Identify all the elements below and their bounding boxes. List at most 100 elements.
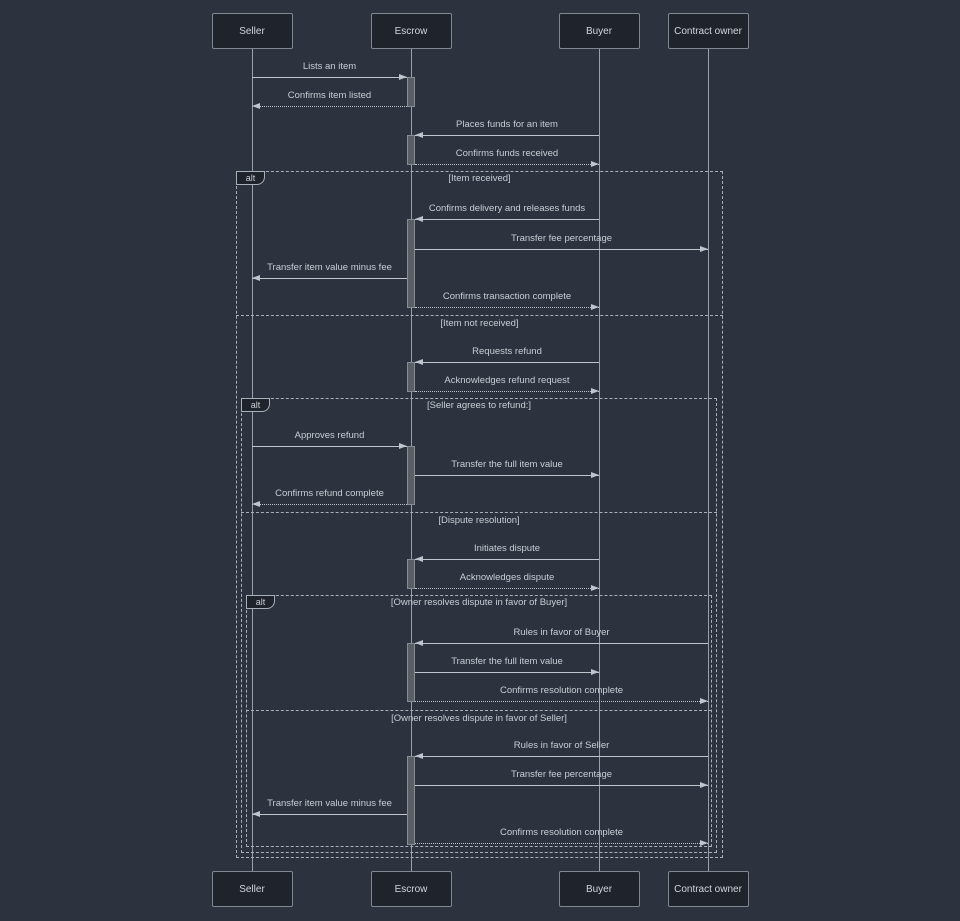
alt-frame — [241, 398, 717, 853]
alt-else-divider — [241, 512, 717, 513]
message-line — [252, 106, 407, 107]
message-line — [415, 249, 708, 250]
arrowhead-icon — [591, 304, 599, 310]
message-line — [415, 843, 708, 844]
alt-frame — [236, 171, 723, 858]
arrowhead-icon — [252, 811, 260, 817]
participant-box-owner-bottom: Contract owner — [667, 871, 749, 907]
arrowhead-icon — [415, 359, 423, 365]
message-label: Transfer the full item value — [451, 656, 563, 667]
lifeline-seller — [251, 48, 253, 872]
message-label: Acknowledges dispute — [459, 572, 555, 583]
alt-else-condition: [Item not received] — [440, 318, 519, 329]
message-line — [252, 504, 407, 505]
participant-box-buyer-bottom: Buyer — [558, 871, 640, 907]
message-line — [252, 446, 407, 447]
message-label: Transfer the full item value — [451, 459, 563, 470]
message-label: Initiates dispute — [473, 543, 541, 554]
message-line — [415, 164, 599, 165]
message-label: Confirms resolution complete — [499, 827, 624, 838]
message-label: Requests refund — [472, 346, 542, 357]
message-line — [415, 785, 708, 786]
message-line — [415, 756, 708, 757]
message-label: Rules in favor of Buyer — [513, 627, 610, 638]
arrowhead-icon — [591, 472, 599, 478]
arrowhead-icon — [399, 443, 407, 449]
message-line — [415, 135, 599, 136]
message-line — [415, 219, 599, 220]
arrowhead-icon — [591, 669, 599, 675]
message-line — [415, 362, 599, 363]
alt-frame-operator: alt — [241, 398, 270, 412]
lifeline-owner — [707, 48, 709, 872]
message-label: Transfer item value minus fee — [267, 798, 392, 809]
arrowhead-icon — [591, 585, 599, 591]
message-line — [252, 814, 407, 815]
message-label: Confirms funds received — [455, 148, 559, 159]
arrowhead-icon — [252, 501, 260, 507]
arrowhead-icon — [700, 698, 708, 704]
message-line — [415, 391, 599, 392]
participant-box-escrow-bottom: Escrow — [370, 871, 452, 907]
message-label: Confirms item listed — [287, 90, 372, 101]
message-line — [415, 672, 599, 673]
alt-else-condition: [Owner resolves dispute in favor of Sell… — [391, 713, 567, 724]
activation-bar-escrow — [407, 643, 415, 702]
message-line — [415, 307, 599, 308]
message-label: Confirms transaction complete — [442, 291, 572, 302]
activation-bar-escrow — [407, 362, 415, 392]
message-label: Rules in favor of Seller — [513, 740, 610, 751]
arrowhead-icon — [700, 782, 708, 788]
message-label: Confirms delivery and releases funds — [428, 203, 586, 214]
activation-bar-escrow — [407, 77, 415, 107]
arrowhead-icon — [415, 132, 423, 138]
message-line — [415, 643, 708, 644]
activation-bar-escrow — [407, 559, 415, 589]
alt-frame-condition: [Owner resolves dispute in favor of Buye… — [390, 597, 568, 608]
message-label: Transfer fee percentage — [510, 233, 613, 244]
activation-bar-escrow — [407, 219, 415, 308]
alt-else-condition: [Dispute resolution] — [438, 515, 520, 526]
activation-bar-escrow — [407, 135, 415, 165]
message-label: Lists an item — [302, 61, 357, 72]
message-label: Confirms resolution complete — [499, 685, 624, 696]
message-label: Transfer fee percentage — [510, 769, 613, 780]
activation-bar-escrow — [407, 756, 415, 845]
message-line — [415, 588, 599, 589]
message-label: Acknowledges refund request — [444, 375, 570, 386]
alt-frame — [246, 595, 712, 847]
participant-box-buyer-top: Buyer — [558, 13, 640, 49]
message-line — [415, 701, 708, 702]
participant-box-seller-bottom: Seller — [211, 871, 293, 907]
message-label: Approves refund — [294, 430, 365, 441]
participant-box-owner-top: Contract owner — [667, 13, 749, 49]
arrowhead-icon — [415, 753, 423, 759]
arrowhead-icon — [415, 216, 423, 222]
alt-frame-operator: alt — [246, 595, 275, 609]
lifeline-buyer — [598, 48, 600, 872]
arrowhead-icon — [591, 161, 599, 167]
alt-frame-condition: [Seller agrees to refund:] — [426, 400, 532, 411]
message-line — [252, 278, 407, 279]
arrowhead-icon — [700, 840, 708, 846]
message-line — [415, 475, 599, 476]
arrowhead-icon — [252, 103, 260, 109]
message-label: Confirms refund complete — [275, 488, 384, 499]
message-label: Places funds for an item — [456, 119, 558, 130]
message-label: Transfer item value minus fee — [267, 262, 392, 273]
alt-else-divider — [236, 315, 723, 316]
arrowhead-icon — [700, 246, 708, 252]
participant-box-seller-top: Seller — [211, 13, 293, 49]
arrowhead-icon — [415, 640, 423, 646]
arrowhead-icon — [591, 388, 599, 394]
arrowhead-icon — [415, 556, 423, 562]
arrowhead-icon — [252, 275, 260, 281]
alt-frame-condition: [Item received] — [448, 173, 511, 184]
alt-frame-operator: alt — [236, 171, 265, 185]
activation-bar-escrow — [407, 446, 415, 505]
alt-else-divider — [246, 710, 712, 711]
message-line — [252, 77, 407, 78]
participant-box-escrow-top: Escrow — [370, 13, 452, 49]
message-line — [415, 559, 599, 560]
